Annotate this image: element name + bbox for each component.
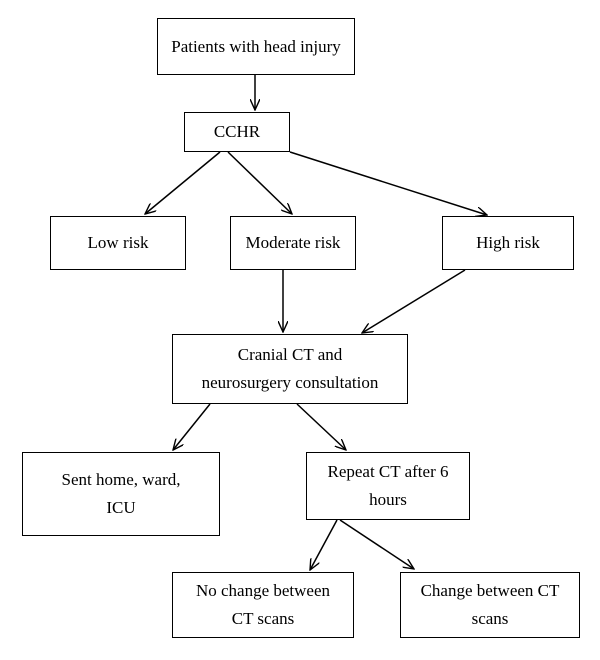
node-patients-label: Patients with head injury	[171, 36, 341, 56]
arrow-cchr-to-high-risk	[289, 151, 487, 215]
node-sent-home-label-line1: Sent home, ward,	[61, 470, 181, 489]
node-no-change-label-line2: CT scans	[231, 609, 295, 628]
arrow-cranial-ct-to-sent-home	[173, 403, 211, 450]
node-repeat-ct-after-6-hours: Repeat CT after 6 hours	[306, 452, 470, 520]
node-cchr-label: CCHR	[213, 122, 261, 141]
node-change-label-line1: Change between CT	[420, 581, 560, 600]
node-high-risk-label: High risk	[476, 233, 540, 252]
arrow-repeat-ct-to-change	[339, 519, 414, 569]
node-sent-home-label-line2: ICU	[106, 498, 136, 517]
node-moderate-risk-label: Moderate risk	[245, 233, 341, 252]
node-repeat-ct-label-line1: Repeat CT after 6	[327, 462, 449, 481]
node-high-risk: High risk	[442, 216, 574, 270]
node-patients-with-head-injury: Patients with head injury	[157, 18, 355, 75]
node-change-between-ct-scans: Change between CT scans	[400, 572, 580, 638]
node-cranial-ct-consultation: Cranial CT and neurosurgery consultation	[172, 334, 408, 404]
node-repeat-ct-label-line2: hours	[369, 490, 407, 509]
arrow-high-risk-to-cranial-ct	[362, 269, 466, 333]
node-sent-home-ward-icu: Sent home, ward, ICU	[22, 452, 220, 536]
node-no-change-label-line1: No change between	[195, 581, 331, 600]
arrow-cranial-ct-to-repeat-ct	[296, 403, 346, 450]
arrow-cchr-to-moderate-risk	[227, 151, 292, 214]
arrow-cchr-to-low-risk	[145, 151, 221, 214]
node-cranial-ct-label-line1: Cranial CT and	[237, 345, 343, 364]
node-cchr: CCHR	[184, 112, 290, 152]
node-moderate-risk: Moderate risk	[230, 216, 356, 270]
arrow-repeat-ct-to-no-change	[310, 519, 338, 570]
node-low-risk-label: Low risk	[87, 233, 149, 252]
node-no-change-between-ct-scans: No change between CT scans	[172, 572, 354, 638]
node-cranial-ct-label-line2: neurosurgery consultation	[201, 373, 379, 392]
node-low-risk: Low risk	[50, 216, 186, 270]
node-change-label-line2: scans	[471, 609, 509, 628]
